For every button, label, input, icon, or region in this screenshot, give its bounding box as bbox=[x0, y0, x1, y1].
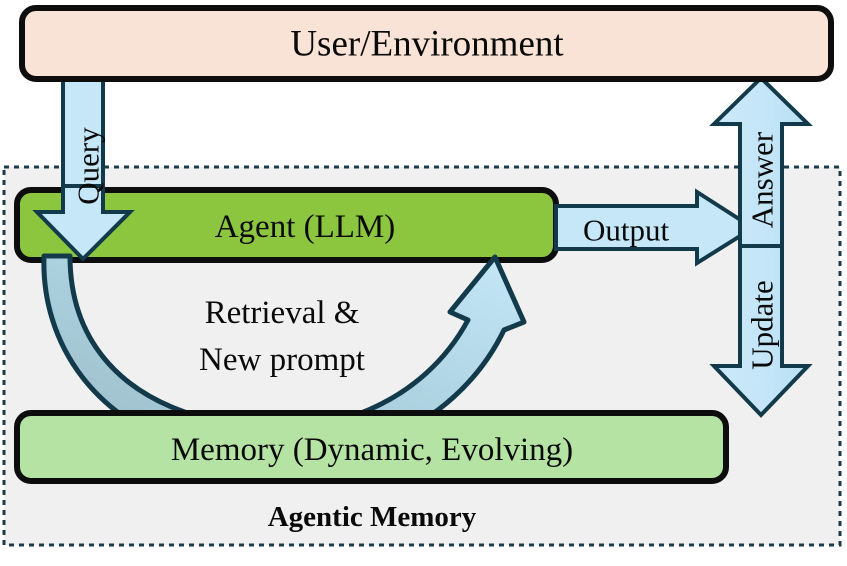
edge-output-label: Output bbox=[583, 213, 670, 248]
output-arrow-shape bbox=[554, 188, 757, 267]
edge-query-label: Query bbox=[71, 127, 106, 205]
edge-retrieval-label-line2: New prompt bbox=[199, 342, 365, 378]
edge-output bbox=[554, 188, 757, 267]
edge-update bbox=[709, 244, 813, 418]
user-box-label: User/Environment bbox=[290, 24, 564, 65]
memory-box[interactable] bbox=[14, 410, 729, 484]
memory-box-label: Memory (Dynamic, Evolving) bbox=[171, 432, 573, 468]
query-arrow-overlay-shape bbox=[32, 184, 135, 262]
edge-update-label: Update bbox=[745, 280, 780, 370]
agent-box-label: Agent (LLM) bbox=[215, 209, 396, 245]
edge-answer-label: Answer bbox=[745, 131, 780, 228]
node-user[interactable] bbox=[19, 5, 834, 82]
node-memory[interactable] bbox=[14, 410, 729, 484]
user-box[interactable] bbox=[19, 5, 834, 82]
update-arrow-shape bbox=[709, 244, 813, 418]
edge-retrieval-label-line1: Retrieval & bbox=[205, 295, 360, 331]
edge-query-overlay bbox=[32, 184, 135, 262]
region-caption: Agentic Memory bbox=[268, 501, 477, 533]
